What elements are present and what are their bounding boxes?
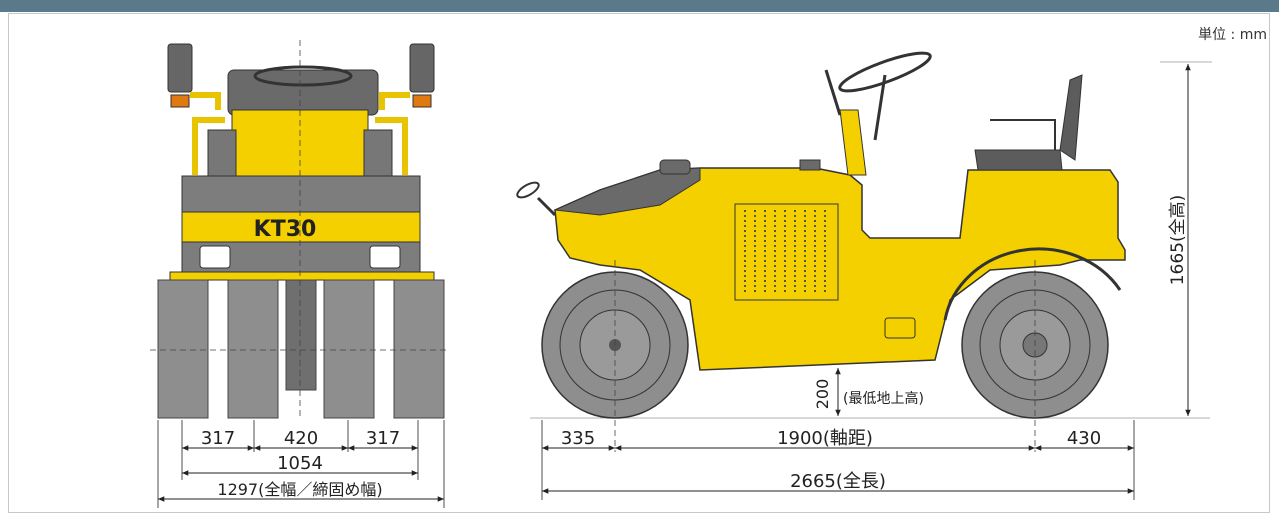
front-tire-2 xyxy=(227,279,279,419)
side-grille xyxy=(734,203,839,301)
left-headlight xyxy=(199,245,231,269)
dim-317-right: 317 xyxy=(366,428,400,449)
dim-200-label: (最低地上高) xyxy=(843,390,924,407)
dim-317-left: 317 xyxy=(201,428,235,449)
dim-335: 335 xyxy=(561,428,595,449)
left-mirror xyxy=(167,43,193,93)
dim-420: 420 xyxy=(284,428,318,449)
front-tire-3 xyxy=(323,279,375,419)
dim-1665: 1665(全高) xyxy=(1168,195,1188,286)
header-bar xyxy=(0,0,1279,12)
front-tire-1 xyxy=(157,279,209,419)
dim-1297: 1297(全幅／締固め幅) xyxy=(217,480,382,499)
dim-1054: 1054 xyxy=(277,453,323,474)
side-body xyxy=(554,167,1126,371)
dim-430: 430 xyxy=(1067,428,1101,449)
right-mirror xyxy=(409,43,435,93)
side-view xyxy=(516,51,1210,452)
front-dimensions: 317 420 317 1054 1297(全幅／締固め幅) xyxy=(157,420,445,508)
front-tire-4 xyxy=(393,279,445,419)
front-center-drum xyxy=(285,279,317,391)
diagram-frame xyxy=(8,13,1270,513)
dim-2665: 2665(全長) xyxy=(790,471,886,492)
front-view: KT30 xyxy=(150,40,450,420)
unit-label: 単位 : mm xyxy=(1198,27,1267,43)
model-label: KT30 xyxy=(254,217,317,242)
right-headlight xyxy=(369,245,401,269)
side-dimensions: 335 1900(軸距) 430 2665(全長) 200 (最低地上高) 16… xyxy=(541,61,1212,500)
dim-200: 200 xyxy=(813,379,832,410)
dim-1900: 1900(軸距) xyxy=(777,428,873,449)
